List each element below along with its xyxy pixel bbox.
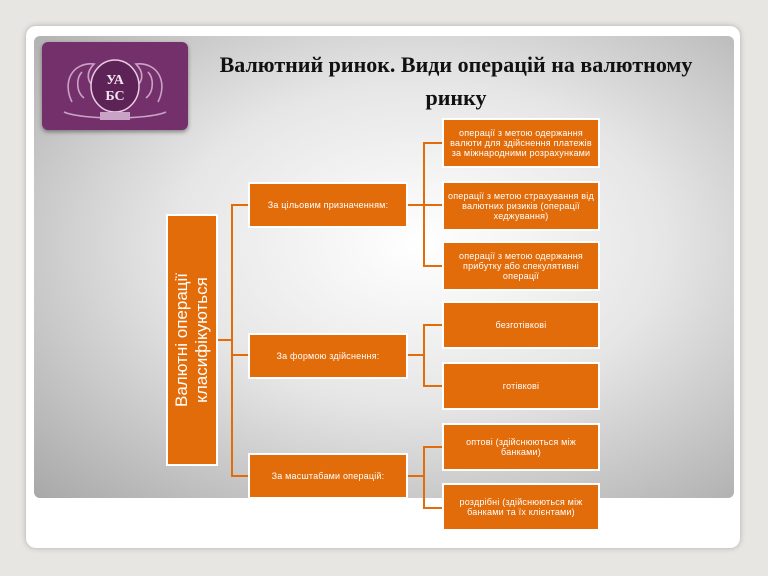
- connector: [423, 324, 425, 386]
- connector: [406, 354, 424, 356]
- branch-node-form: За формою здійснення:: [248, 333, 408, 379]
- leaf-node: роздрібні (здійснюються між банками та ї…: [442, 483, 600, 531]
- connector: [231, 354, 249, 356]
- branch-node-purpose: За цільовим призначенням:: [248, 182, 408, 228]
- slide-title: Валютний ринок. Види операцій на валютно…: [219, 52, 693, 110]
- connector: [423, 507, 443, 509]
- connector: [423, 324, 443, 326]
- root-node-label: Валютні операції класифікуються: [172, 272, 211, 408]
- connector: [423, 446, 443, 448]
- branch-node-scale: За масштабами операцій:: [248, 453, 408, 499]
- connector: [423, 204, 443, 206]
- root-node: Валютні операції класифікуються: [166, 214, 218, 466]
- connector: [423, 142, 443, 144]
- leaf-node: безготівкові: [442, 301, 600, 349]
- connector: [406, 204, 424, 206]
- connector: [406, 475, 424, 477]
- connector: [423, 385, 443, 387]
- connector: [423, 446, 425, 508]
- leaf-node: операції з метою одержання прибутку або …: [442, 241, 600, 291]
- connector: [423, 265, 443, 267]
- connector: [218, 339, 232, 341]
- leaf-node: операції з метою страхування від валютни…: [442, 181, 600, 231]
- connector: [231, 475, 249, 477]
- svg-text:БС: БС: [105, 89, 124, 104]
- svg-text:УА: УА: [106, 73, 125, 88]
- connector: [231, 204, 233, 476]
- connector: [231, 204, 249, 206]
- leaf-node: готівкові: [442, 362, 600, 410]
- leaf-node: операції з метою одержання валюти для зд…: [442, 118, 600, 168]
- leaf-node: оптові (здійснюються між банками): [442, 423, 600, 471]
- university-crest-logo: УА БС: [42, 42, 188, 130]
